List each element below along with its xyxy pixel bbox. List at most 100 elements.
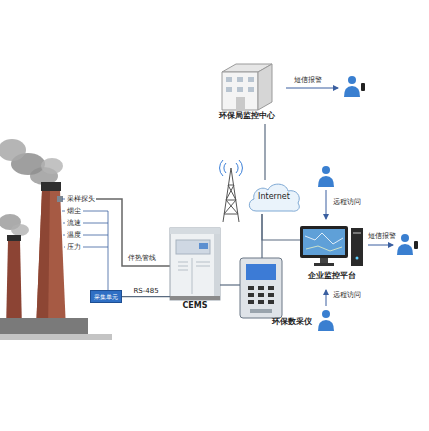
- cems-cabinet-part: [170, 296, 220, 300]
- cems-cabinet-node: CEMS: [170, 228, 220, 314]
- connector-line: [262, 214, 300, 240]
- cems-cabinet-part: [170, 228, 220, 300]
- small-chimney-part: [7, 235, 21, 241]
- monitoring-center-node: 环保局监控中心: [217, 60, 277, 124]
- node-label: 环保数采仪: [272, 318, 312, 326]
- monitoring-center-building-part: [237, 77, 243, 82]
- data-logger-part: [240, 258, 282, 318]
- antenna-tower-part: [220, 160, 223, 176]
- enterprise-platform-node: 企业监控平台: [300, 224, 364, 284]
- person-icons-part: [322, 166, 330, 174]
- antenna-tower-part: [224, 163, 226, 173]
- factory-base-part: [0, 318, 88, 334]
- annotation-label: 烟尘: [67, 208, 81, 215]
- data-logger-part: [246, 264, 276, 280]
- cems-cabinet-part: [178, 262, 188, 263]
- person-icons-part: [361, 83, 365, 91]
- module-box: 采集单元: [90, 290, 122, 303]
- computer-part: [356, 257, 359, 260]
- data-logger-part: [250, 309, 272, 313]
- tall-chimney-part: [36, 190, 50, 330]
- person-icons-part: [322, 310, 330, 318]
- computer-part: [303, 229, 345, 255]
- computer-part: [300, 226, 348, 258]
- data-logger-part: [248, 300, 254, 304]
- antenna-tower-part: [226, 200, 238, 214]
- antenna-tower-part: [224, 200, 236, 214]
- cems-cabinet: [170, 228, 220, 300]
- person-icons-part: [348, 76, 356, 84]
- sensor-leader-lines-part: [63, 235, 65, 236]
- antenna-tower-part: [228, 185, 234, 186]
- alert-and-access-arrows-part: [368, 245, 393, 246]
- cems-cabinet-part: [199, 243, 208, 249]
- sensor-leader-lines-part: [83, 211, 108, 212]
- smoke-part: [11, 224, 29, 236]
- data-logger-part: [248, 286, 254, 290]
- antenna-tower-part: [228, 185, 236, 200]
- smoke-part: [0, 139, 26, 161]
- connector-line: [261, 214, 262, 258]
- sensor-leader-lines-part: [62, 211, 65, 212]
- monitoring-center-building-part: [237, 87, 243, 92]
- monitoring-center-building-part: [226, 77, 232, 82]
- smoke-part: [41, 158, 63, 174]
- person-icons-part: [401, 234, 409, 242]
- alert-and-access-arrows: [286, 88, 393, 306]
- person-icons-part: [414, 241, 418, 249]
- sensor-leader-lines-part: [108, 211, 109, 290]
- computer-part: [353, 232, 361, 234]
- heat-trace-pipe-part: [96, 199, 170, 266]
- tall-chimney-part: [41, 182, 61, 191]
- annotation-label: 伴热管线: [128, 255, 156, 262]
- internet-cloud: Internet: [246, 180, 302, 214]
- antenna-tower-part: [226, 200, 236, 201]
- connector-line: [122, 296, 170, 297]
- person-icons-part: [397, 244, 413, 255]
- cems-cabinet-part: [192, 258, 193, 294]
- connector-label: RS-485: [132, 288, 159, 295]
- monitoring-center-building-part: [248, 77, 254, 82]
- tall-chimney: [36, 182, 66, 330]
- monitoring-center-building-part: [226, 87, 232, 92]
- annotation-label: 远程访问: [333, 292, 361, 299]
- cems-cabinet-part: [170, 228, 220, 234]
- alert-and-access-arrows-part: [326, 290, 327, 306]
- cems-cabinet-part: [214, 228, 220, 300]
- computer-part: [314, 263, 334, 266]
- person-icons: [318, 76, 418, 331]
- small-chimney: [6, 235, 22, 330]
- annotation-label: 采样探头: [67, 196, 95, 203]
- data-logger-part: [258, 286, 264, 290]
- person-icons-part: [318, 176, 334, 187]
- factory-base: [0, 318, 112, 340]
- annotation-label: 温度: [67, 232, 81, 239]
- cems-cabinet-part: [178, 270, 188, 271]
- cems-cabinet-part: [178, 266, 188, 267]
- heat-trace-pipe: [96, 199, 170, 266]
- antenna-tower-part: [239, 160, 242, 176]
- monitoring-center-building-part: [236, 97, 245, 110]
- monitoring-center-building-part: [222, 72, 258, 110]
- node-label: CEMS: [182, 302, 207, 310]
- node-label: 企业监控平台: [308, 272, 356, 280]
- small-chimney-part: [6, 240, 22, 330]
- data-logger-part: [268, 286, 274, 290]
- data-logger-part: [248, 293, 254, 297]
- sensor-leader-lines-part: [62, 199, 65, 200]
- antenna-tower: [220, 160, 243, 222]
- antenna-tower-part: [224, 214, 238, 215]
- cems-cabinet-part: [196, 262, 210, 263]
- person-icons-part: [344, 86, 360, 97]
- computer-part: [306, 246, 342, 251]
- data-logger-part: [258, 293, 264, 297]
- data-logger: [240, 258, 282, 318]
- monitoring-center-building-part: [248, 87, 254, 92]
- data-logger-part: [268, 300, 274, 304]
- annotation-label: 压力: [67, 244, 81, 251]
- sensor-leader-lines-part: [83, 247, 108, 248]
